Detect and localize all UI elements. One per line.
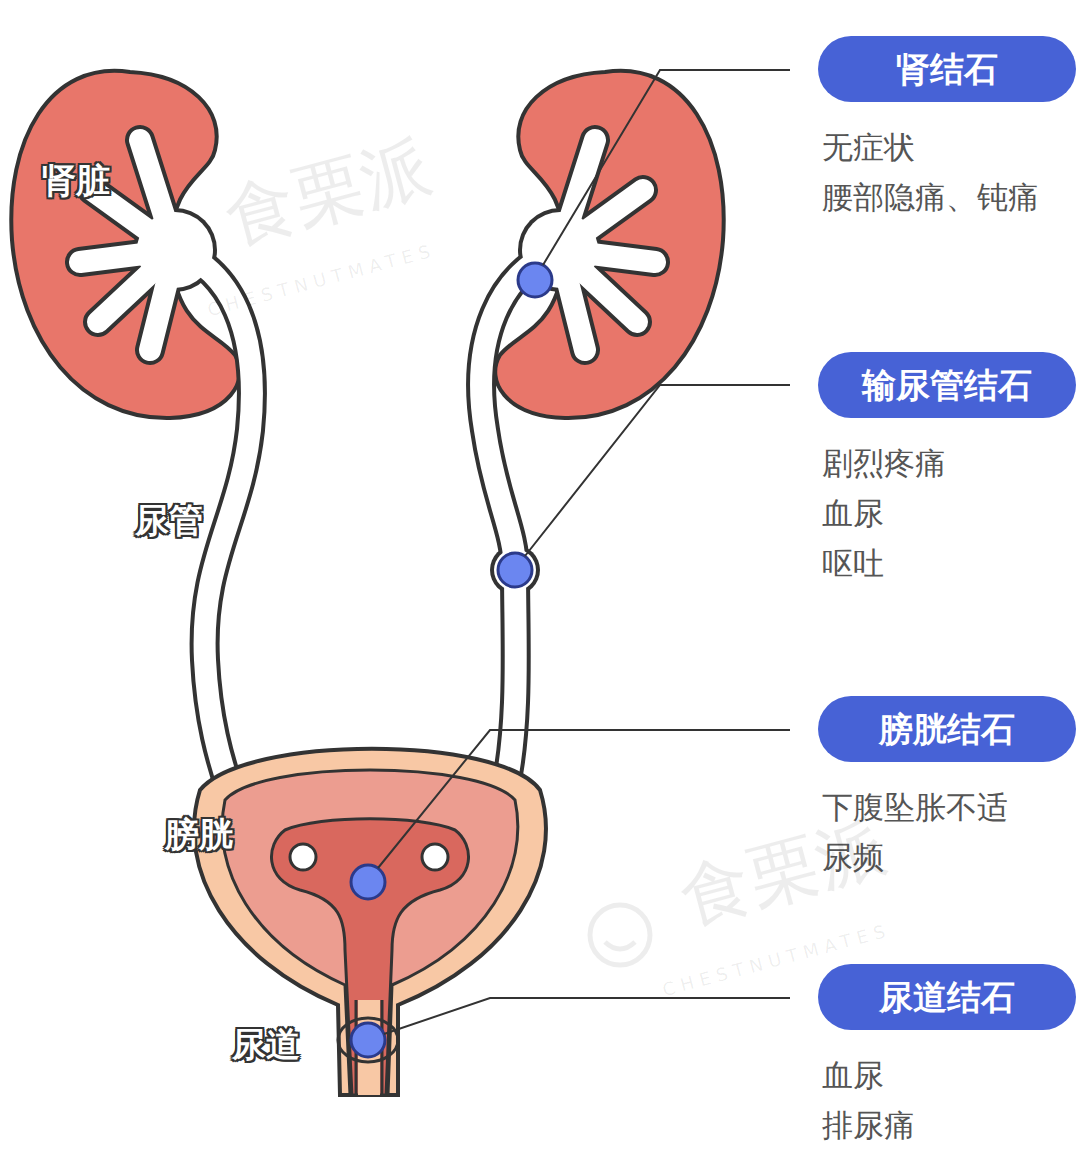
ureter-outline	[80, 140, 655, 790]
stone-callout: 尿道结石血尿排尿痛	[818, 964, 1076, 1150]
watermark: 食栗派	[215, 121, 442, 266]
stone-callout: 肾结石无症状腰部隐痛、钝痛	[818, 36, 1076, 222]
callout-heading: 肾结石	[818, 36, 1076, 102]
stone	[351, 263, 552, 1057]
symptom-text: 排尿痛	[818, 1100, 1076, 1150]
symptom-text: 无症状	[818, 122, 1076, 172]
callout-heading: 尿道结石	[818, 964, 1076, 1030]
symptom-text: 血尿	[818, 488, 1076, 538]
symptom-text: 呕吐	[818, 538, 1076, 588]
part-label: 肾脏	[42, 158, 110, 204]
symptom-text: 剧烈疼痛	[818, 438, 1076, 488]
ureter	[80, 140, 655, 790]
symptom-text: 腰部隐痛、钝痛	[818, 172, 1076, 222]
watermark: 食栗派	[670, 801, 897, 946]
symptom-text: 血尿	[818, 1050, 1076, 1100]
kidney	[11, 71, 723, 418]
part-label: 膀胱	[165, 812, 233, 858]
part-label: 尿道	[232, 1022, 300, 1068]
part-label: 尿管	[135, 498, 203, 544]
callout-heading: 输尿管结石	[818, 352, 1076, 418]
bladder	[194, 749, 546, 1095]
stone-callout: 输尿管结石剧烈疼痛血尿呕吐	[818, 352, 1076, 588]
callout-heading: 膀胱结石	[818, 696, 1076, 762]
